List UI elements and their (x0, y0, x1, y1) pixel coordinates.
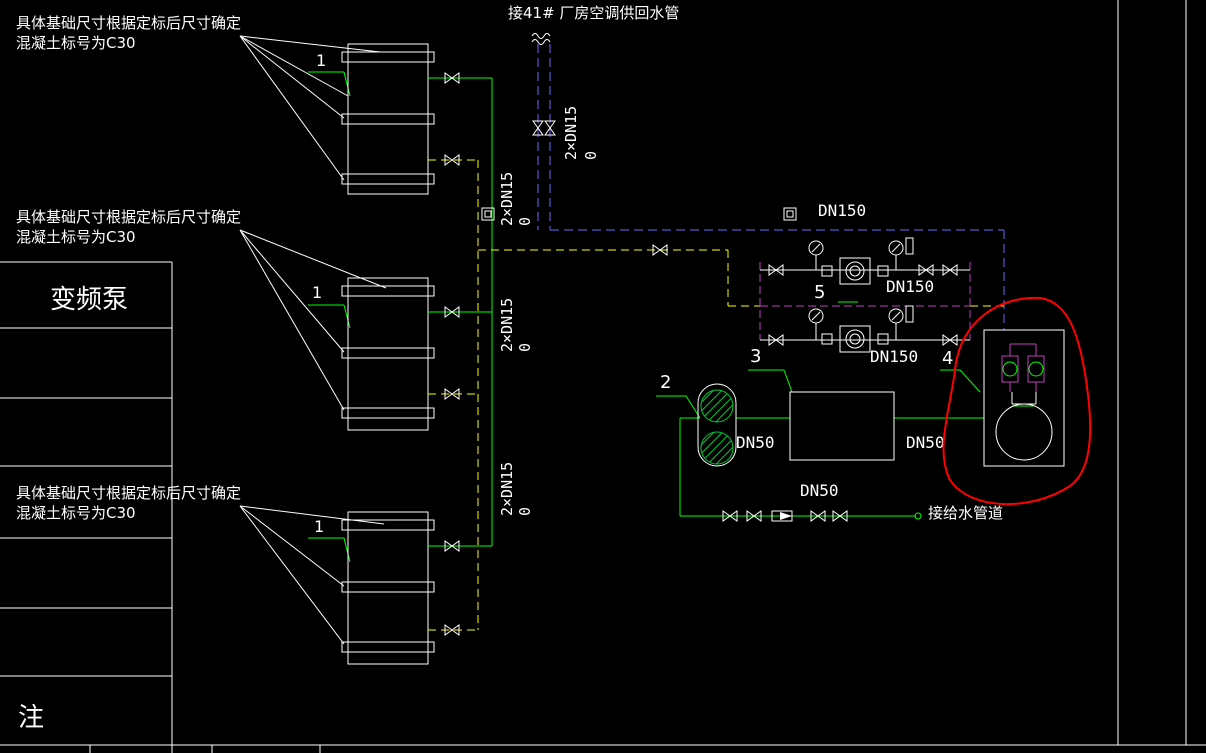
tag-5: 5 (814, 282, 825, 303)
highlight-circle (942, 296, 1092, 505)
svg-text:2×DN15: 2×DN15 (498, 462, 516, 516)
svg-text:DN150: DN150 (818, 201, 866, 220)
svg-text:具体基础尺寸根据定标后尺寸确定: 具体基础尺寸根据定标后尺寸确定 (16, 208, 241, 226)
drawing-frame (1117, 0, 1187, 745)
svg-text:0: 0 (516, 507, 534, 516)
tag-1b: 1 (312, 283, 322, 302)
ahu-unit-1 (341, 43, 435, 195)
makeup-pipe (537, 44, 1005, 330)
table-note-label: 注 (18, 703, 44, 733)
svg-text:具体基础尺寸根据定标后尺寸确定: 具体基础尺寸根据定标后尺寸确定 (16, 484, 241, 502)
foundation-note-1: 具体基础尺寸根据定标后尺寸确定 混凝土标号为C30 (16, 14, 381, 181)
svg-text:混凝土标号为C30: 混凝土标号为C30 (16, 228, 136, 246)
svg-text:DN50: DN50 (906, 433, 945, 452)
pressure-gauge-icon (808, 237, 914, 340)
pump-icon (1001, 343, 1045, 392)
tag-1a: 1 (316, 51, 326, 70)
svg-text:2×DN15: 2×DN15 (562, 106, 580, 160)
water-tank (789, 391, 895, 461)
svg-text:具体基础尺寸根据定标后尺寸确定: 具体基础尺寸根据定标后尺寸确定 (16, 14, 241, 32)
pump-manifold-solid (760, 269, 970, 341)
foundation-note-3: 具体基础尺寸根据定标后尺寸确定 混凝土标号为C30 (16, 484, 385, 645)
pump-icon (821, 257, 889, 353)
return-pipe (428, 159, 1004, 631)
ahu-unit-2 (341, 277, 435, 431)
pipe-break-symbol (531, 33, 551, 39)
tag-4: 4 (942, 348, 953, 369)
instrument-squares (481, 207, 797, 221)
water-supply-end (914, 512, 922, 520)
svg-text:DN150: DN150 (886, 277, 934, 296)
table-pump-label: 变频泵 (50, 285, 128, 315)
expansion-tank-icon (697, 383, 737, 467)
pressure-unit (983, 329, 1065, 467)
pump-manifold (759, 262, 971, 341)
svg-text:混凝土标号为C30: 混凝土标号为C30 (16, 504, 136, 522)
pipe-size-labels: 2×DN15 0 2×DN15 0 2×DN15 0 2×DN15 0 DN15… (498, 106, 945, 516)
svg-text:DN150: DN150 (870, 347, 918, 366)
svg-text:DN50: DN50 (800, 481, 839, 500)
svg-text:0: 0 (516, 343, 534, 352)
svg-text:DN50: DN50 (736, 433, 775, 452)
supply-pipe (428, 77, 1034, 547)
tag-1c: 1 (314, 517, 324, 536)
ahu-unit-3 (341, 511, 435, 665)
legend-table (0, 261, 1206, 753)
svg-text:0: 0 (516, 217, 534, 226)
water-supply-label: 接给水管道 (928, 504, 1003, 522)
svg-text:2×DN15: 2×DN15 (498, 172, 516, 226)
tag-3: 3 (750, 346, 761, 367)
foundation-note-2: 具体基础尺寸根据定标后尺寸确定 混凝土标号为C30 (16, 208, 387, 411)
svg-text:2×DN15: 2×DN15 (498, 298, 516, 352)
svg-text:0: 0 (582, 151, 600, 160)
top-pipe-label: 接41# 厂房空调供回水管 (508, 4, 679, 22)
tag-2: 2 (660, 372, 671, 393)
svg-text:混凝土标号为C30: 混凝土标号为C30 (16, 34, 136, 52)
